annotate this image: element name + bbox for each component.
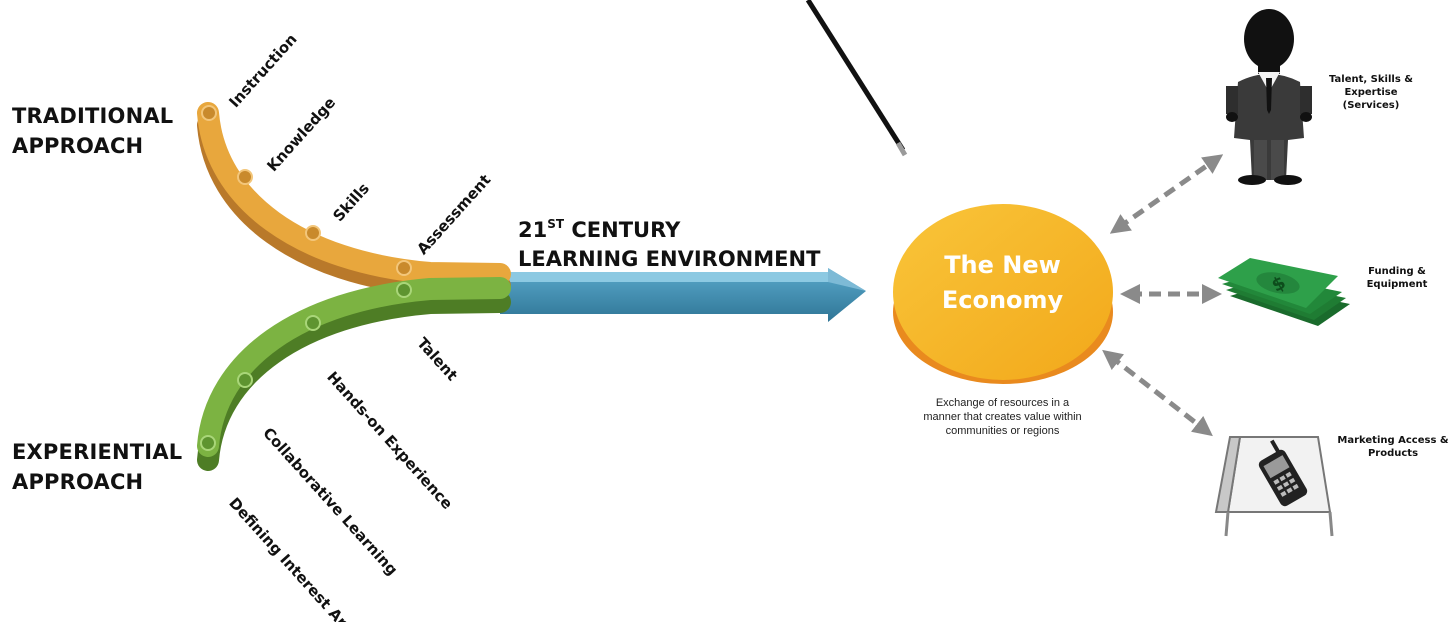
businessman-icon (1226, 9, 1312, 185)
caption-line1: Exchange of resources in a (935, 397, 1070, 409)
pointer-stick (805, 0, 908, 157)
economy-caption: Exchange of resources in a manner that c… (900, 396, 1105, 438)
caption-line3: communities or regions (945, 425, 1060, 437)
century-superscript: ST (547, 217, 565, 231)
learning-environment-title: 21ST CENTURY LEARNING ENVIRONMENT (518, 210, 820, 274)
talent-label: Talent, Skills & Expertise (Services) (1318, 73, 1424, 112)
marketing-label: Marketing Access & Products (1334, 434, 1452, 460)
economy-title-line1: The New (944, 251, 1061, 279)
funding-label-line1: Funding & (1368, 266, 1426, 277)
traditional-strand (197, 102, 511, 297)
funding-label-line2: Equipment (1366, 279, 1428, 290)
traditional-approach-label: TRADITIONAL APPROACH (12, 101, 173, 161)
learning-arrow (500, 268, 866, 322)
economy-title: The New Economy (900, 248, 1105, 318)
traditional-label-line1: TRADITIONAL (12, 104, 174, 128)
talent-label-line2: Expertise (1344, 87, 1398, 98)
phone-sign-icon (1214, 436, 1334, 537)
experiential-approach-label: EXPERIENTIAL APPROACH (12, 437, 182, 497)
exchange-arrows (1102, 154, 1224, 437)
economy-title-line2: Economy (941, 286, 1064, 314)
marketing-label-line2: Products (1367, 448, 1419, 459)
century-word: CENTURY (564, 218, 681, 242)
talent-label-line1: Talent, Skills & (1329, 74, 1413, 85)
money-stack-icon: $ (1218, 258, 1350, 326)
experiential-strand (197, 277, 511, 471)
title-line2: LEARNING ENVIRONMENT (518, 247, 821, 271)
experiential-label-line1: EXPERIENTIAL (12, 440, 183, 464)
traditional-label-line2: APPROACH (12, 134, 144, 158)
century-number: 21 (518, 218, 548, 242)
economy-disc (893, 204, 1113, 384)
experiential-label-line2: APPROACH (12, 470, 144, 494)
funding-label: Funding & Equipment (1355, 265, 1439, 291)
title-line1: 21ST CENTURY (518, 210, 820, 245)
talent-label-line3: (Services) (1342, 100, 1400, 111)
caption-line2: manner that creates value within (923, 411, 1082, 423)
marketing-label-line1: Marketing Access & (1337, 435, 1449, 446)
